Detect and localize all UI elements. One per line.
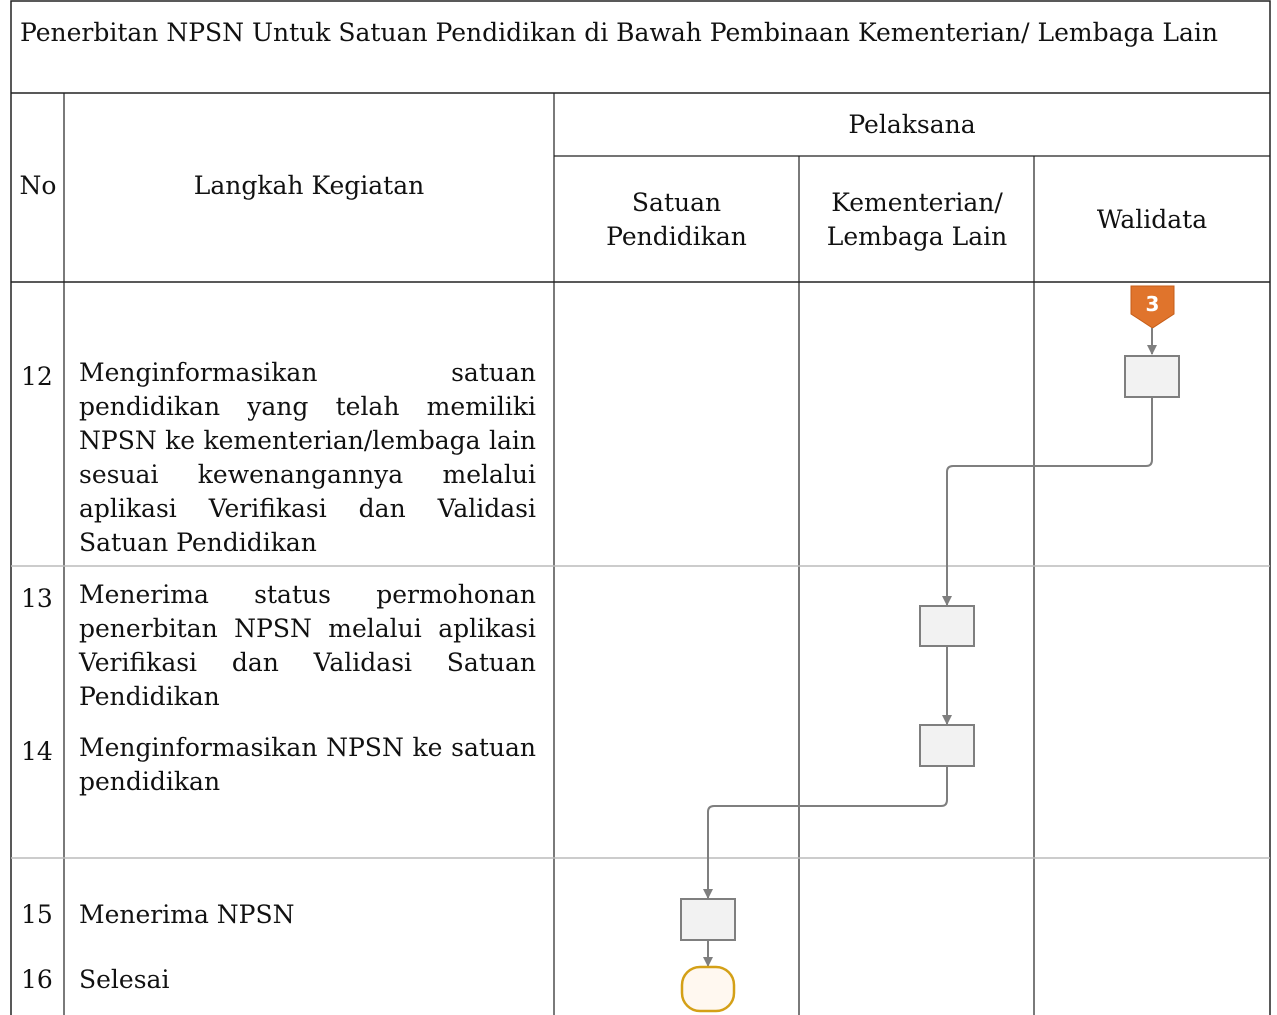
process-box-14: [919, 724, 975, 767]
step-text: Menerima status permohonan penerbitan NP…: [79, 580, 536, 711]
connector-label: 3: [1146, 292, 1160, 316]
process-box-15: [680, 898, 736, 941]
lane-header-kementerian: Kementerian/ Lembaga Lain: [826, 188, 1008, 251]
lane-header-satuan-pendidikan: Satuan Pendidikan: [606, 188, 747, 251]
arrow: [942, 397, 1153, 606]
step-number: 14: [21, 737, 53, 766]
step-text: Menerima NPSN: [79, 900, 295, 929]
process-box-13: [919, 605, 975, 647]
page-title: Penerbitan NPSN Untuk Satuan Pendidikan …: [20, 18, 1218, 47]
step-number: 13: [21, 584, 53, 613]
header-pelaksana: Pelaksana: [848, 110, 976, 139]
process-box-12: [1124, 355, 1180, 398]
step-number: 16: [21, 965, 53, 994]
terminator-16: [680, 965, 736, 1013]
header-langkah: Langkah Kegiatan: [193, 171, 425, 200]
arrow: [703, 766, 948, 899]
step-text: Menginformasikan NPSN ke satuan pendidik…: [79, 733, 536, 796]
step-text: Menginformasikan satuan pendidikan yang …: [79, 358, 536, 557]
connector-3-icon: 3: [1130, 285, 1175, 329]
table-border: [10, 0, 1271, 1015]
header-no: No: [19, 171, 57, 200]
step-text: Selesai: [79, 965, 170, 994]
step-number: 12: [21, 362, 53, 391]
lane-header-walidata: Walidata: [1096, 205, 1208, 234]
step-number: 15: [21, 900, 53, 929]
